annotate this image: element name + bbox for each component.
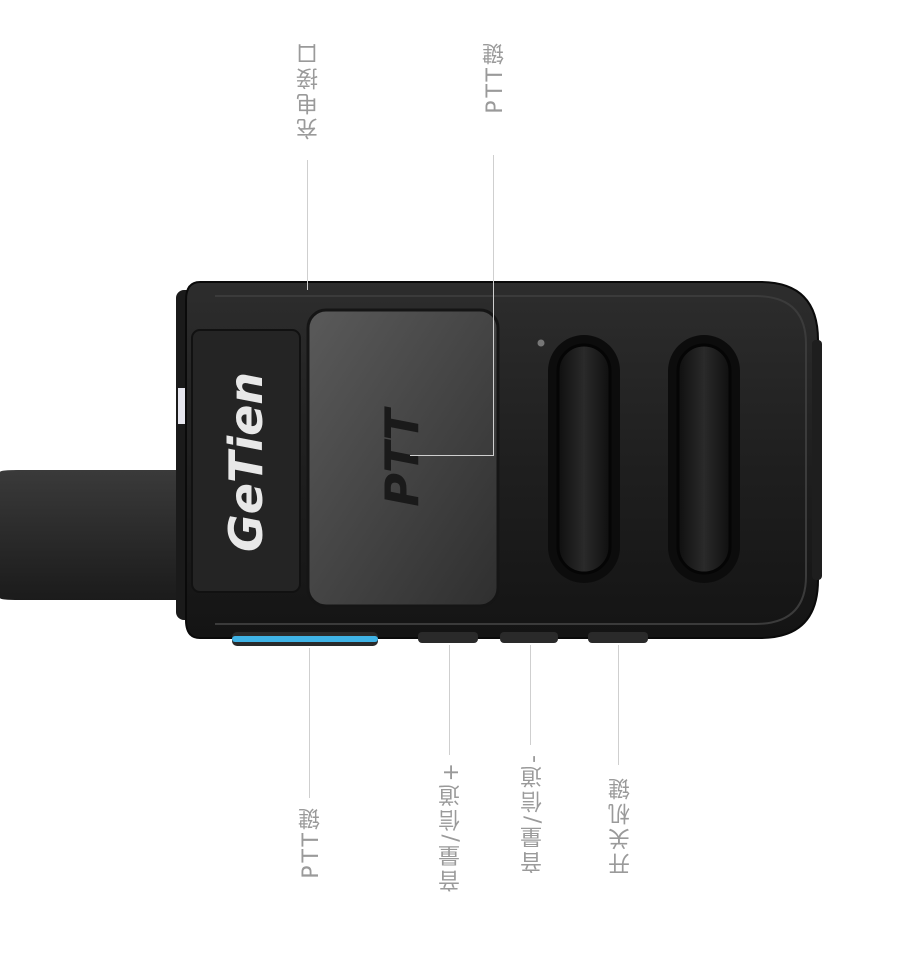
leader-charging-port (307, 160, 308, 290)
speaker-grille-left (548, 335, 620, 583)
leader-vol-up (449, 645, 450, 755)
volume-down-key (500, 632, 558, 643)
label-volume-channel-up: 音量/信道+ (439, 760, 464, 892)
leader-power (618, 645, 619, 765)
label-charging-port: 充电接口 (297, 40, 322, 140)
volume-up-key (418, 632, 478, 643)
leader-top-ptt (493, 155, 494, 455)
leader-top-ptt-h (410, 455, 494, 456)
side-ptt-accent (232, 636, 378, 642)
antenna (0, 470, 190, 600)
logo-panel (191, 329, 301, 593)
label-bottom-ptt-key: PTT键 (299, 805, 324, 879)
leader-bottom-ptt (309, 648, 310, 798)
microphone-hole (537, 339, 545, 347)
power-key (588, 632, 648, 643)
label-power-key: 开关机键 (609, 775, 634, 875)
ptt-key-front (306, 308, 500, 608)
label-volume-channel-down: 音量/信道- (521, 752, 546, 874)
brand-logo: GeTien (219, 372, 273, 552)
led-indicator (178, 388, 188, 424)
leader-vol-down (530, 645, 531, 745)
speaker-grille-right (668, 335, 740, 583)
ptt-marking: PTT (375, 406, 429, 507)
label-top-ptt-key: PTT键 (483, 40, 508, 114)
